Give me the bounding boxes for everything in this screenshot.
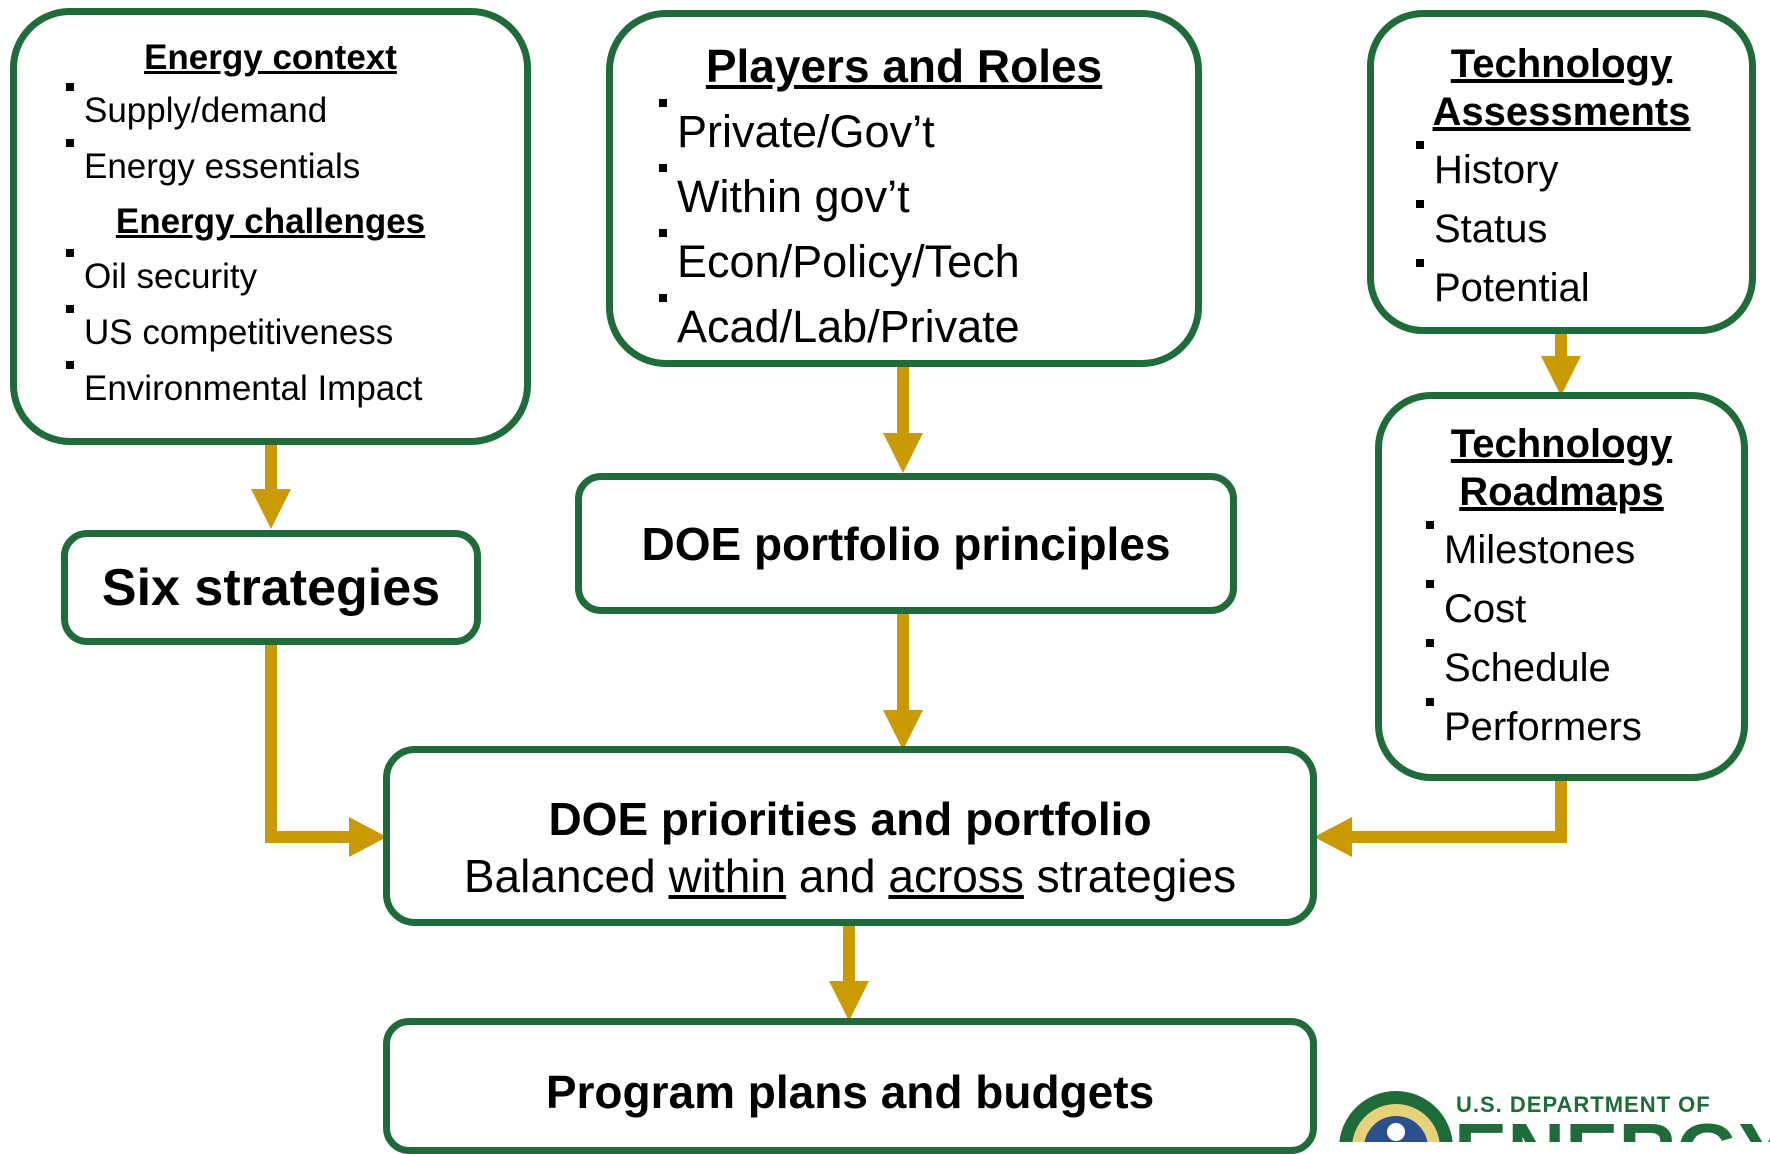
arrow-energy-to-six (265, 443, 277, 491)
technology-assessments-list: History Status Potential (1412, 141, 1749, 318)
six-strategies-label: Six strategies (101, 558, 441, 617)
list-item: Within gov’t (655, 164, 1195, 229)
technology-assessments-heading-line2: Assessments (1432, 90, 1691, 134)
doe-priorities-title: DOE priorities and portfolio (548, 793, 1152, 845)
list-item: Potential (1412, 259, 1749, 318)
doe-principles-box: DOE portfolio principles (575, 473, 1237, 614)
doe-logo: U.S. DEPARTMENT OF ENERGY (1338, 1090, 1770, 1142)
energy-context-heading: Energy context (144, 38, 397, 77)
doe-logo-line2: ENERGY (1454, 1112, 1770, 1143)
energy-context-list: Supply/demand Energy essentials (62, 83, 524, 195)
technology-roadmaps-heading-line1: Technology (1450, 422, 1673, 466)
subtitle-within: within (668, 850, 787, 902)
arrow-players-to-principles (897, 365, 909, 435)
list-item: Status (1412, 200, 1749, 259)
arrow-six-to-priorities-horizontal (265, 831, 351, 843)
doe-principles-label: DOE portfolio principles (641, 517, 1171, 570)
program-plans-box: Program plans and budgets (383, 1018, 1317, 1154)
arrow-roadmaps-to-priorities-vertical (1555, 778, 1567, 843)
list-item: Private/Gov’t (655, 99, 1195, 164)
list-item: US competitiveness (62, 305, 524, 361)
energy-context-box: Energy context Supply/demand Energy esse… (10, 8, 531, 445)
subtitle-across: across (888, 850, 1024, 902)
arrow-principles-to-priorities (897, 610, 909, 712)
arrowhead-energy-to-six (251, 489, 291, 529)
doe-seal-icon (1339, 1091, 1453, 1142)
arrow-assess-to-roadmaps (1555, 330, 1567, 358)
arrow-six-to-priorities-vertical (265, 642, 277, 843)
arrowhead-priorities-to-program (829, 981, 869, 1021)
list-item: Schedule (1422, 639, 1741, 698)
six-strategies-box: Six strategies (61, 530, 481, 645)
subtitle-text: Balanced (463, 850, 669, 902)
energy-challenges-list: Oil security US competitiveness Environm… (62, 249, 524, 417)
subtitle-text: strategies (1023, 850, 1237, 902)
list-item: Environmental Impact (62, 361, 524, 417)
arrowhead-six-to-priorities (349, 817, 387, 857)
doe-priorities-box: DOE priorities and portfolio Balanced wi… (383, 746, 1317, 926)
list-item: Acad/Lab/Private (655, 294, 1195, 359)
players-roles-list: Private/Gov’t Within gov’t Econ/Policy/T… (655, 99, 1195, 359)
technology-roadmaps-box: Technology Roadmaps Milestones Cost Sche… (1375, 392, 1748, 781)
list-item: Oil security (62, 249, 524, 305)
players-roles-heading: Players and Roles (705, 40, 1103, 92)
list-item: Energy essentials (62, 139, 524, 195)
energy-challenges-heading: Energy challenges (115, 202, 426, 241)
doe-logo-line1: U.S. DEPARTMENT OF (1456, 1092, 1711, 1117)
doe-priorities-subtitle: Balanced within and across strategies (390, 847, 1310, 905)
list-item: Supply/demand (62, 83, 524, 139)
subtitle-text: and (786, 850, 889, 902)
list-item: Econ/Policy/Tech (655, 229, 1195, 294)
technology-roadmaps-heading-line2: Roadmaps (1459, 470, 1664, 514)
technology-assessments-box: Technology Assessments History Status Po… (1367, 10, 1756, 334)
technology-assessments-heading-line1: Technology (1450, 42, 1673, 86)
list-item: Milestones (1422, 521, 1741, 580)
program-plans-label: Program plans and budgets (545, 1066, 1155, 1118)
technology-roadmaps-list: Milestones Cost Schedule Performers (1422, 521, 1741, 757)
arrowhead-roadmaps-to-priorities (1314, 817, 1352, 857)
list-item: Cost (1422, 580, 1741, 639)
arrowhead-players-to-principles (883, 433, 923, 473)
players-roles-box: Players and Roles Private/Gov’t Within g… (606, 10, 1202, 367)
list-item: History (1412, 141, 1749, 200)
list-item: Performers (1422, 698, 1741, 757)
arrow-roadmaps-to-priorities-horizontal (1350, 831, 1567, 843)
arrowhead-principles-to-priorities (883, 710, 923, 750)
arrowhead-assess-to-roadmaps (1541, 356, 1581, 396)
arrow-priorities-to-program (843, 921, 855, 983)
